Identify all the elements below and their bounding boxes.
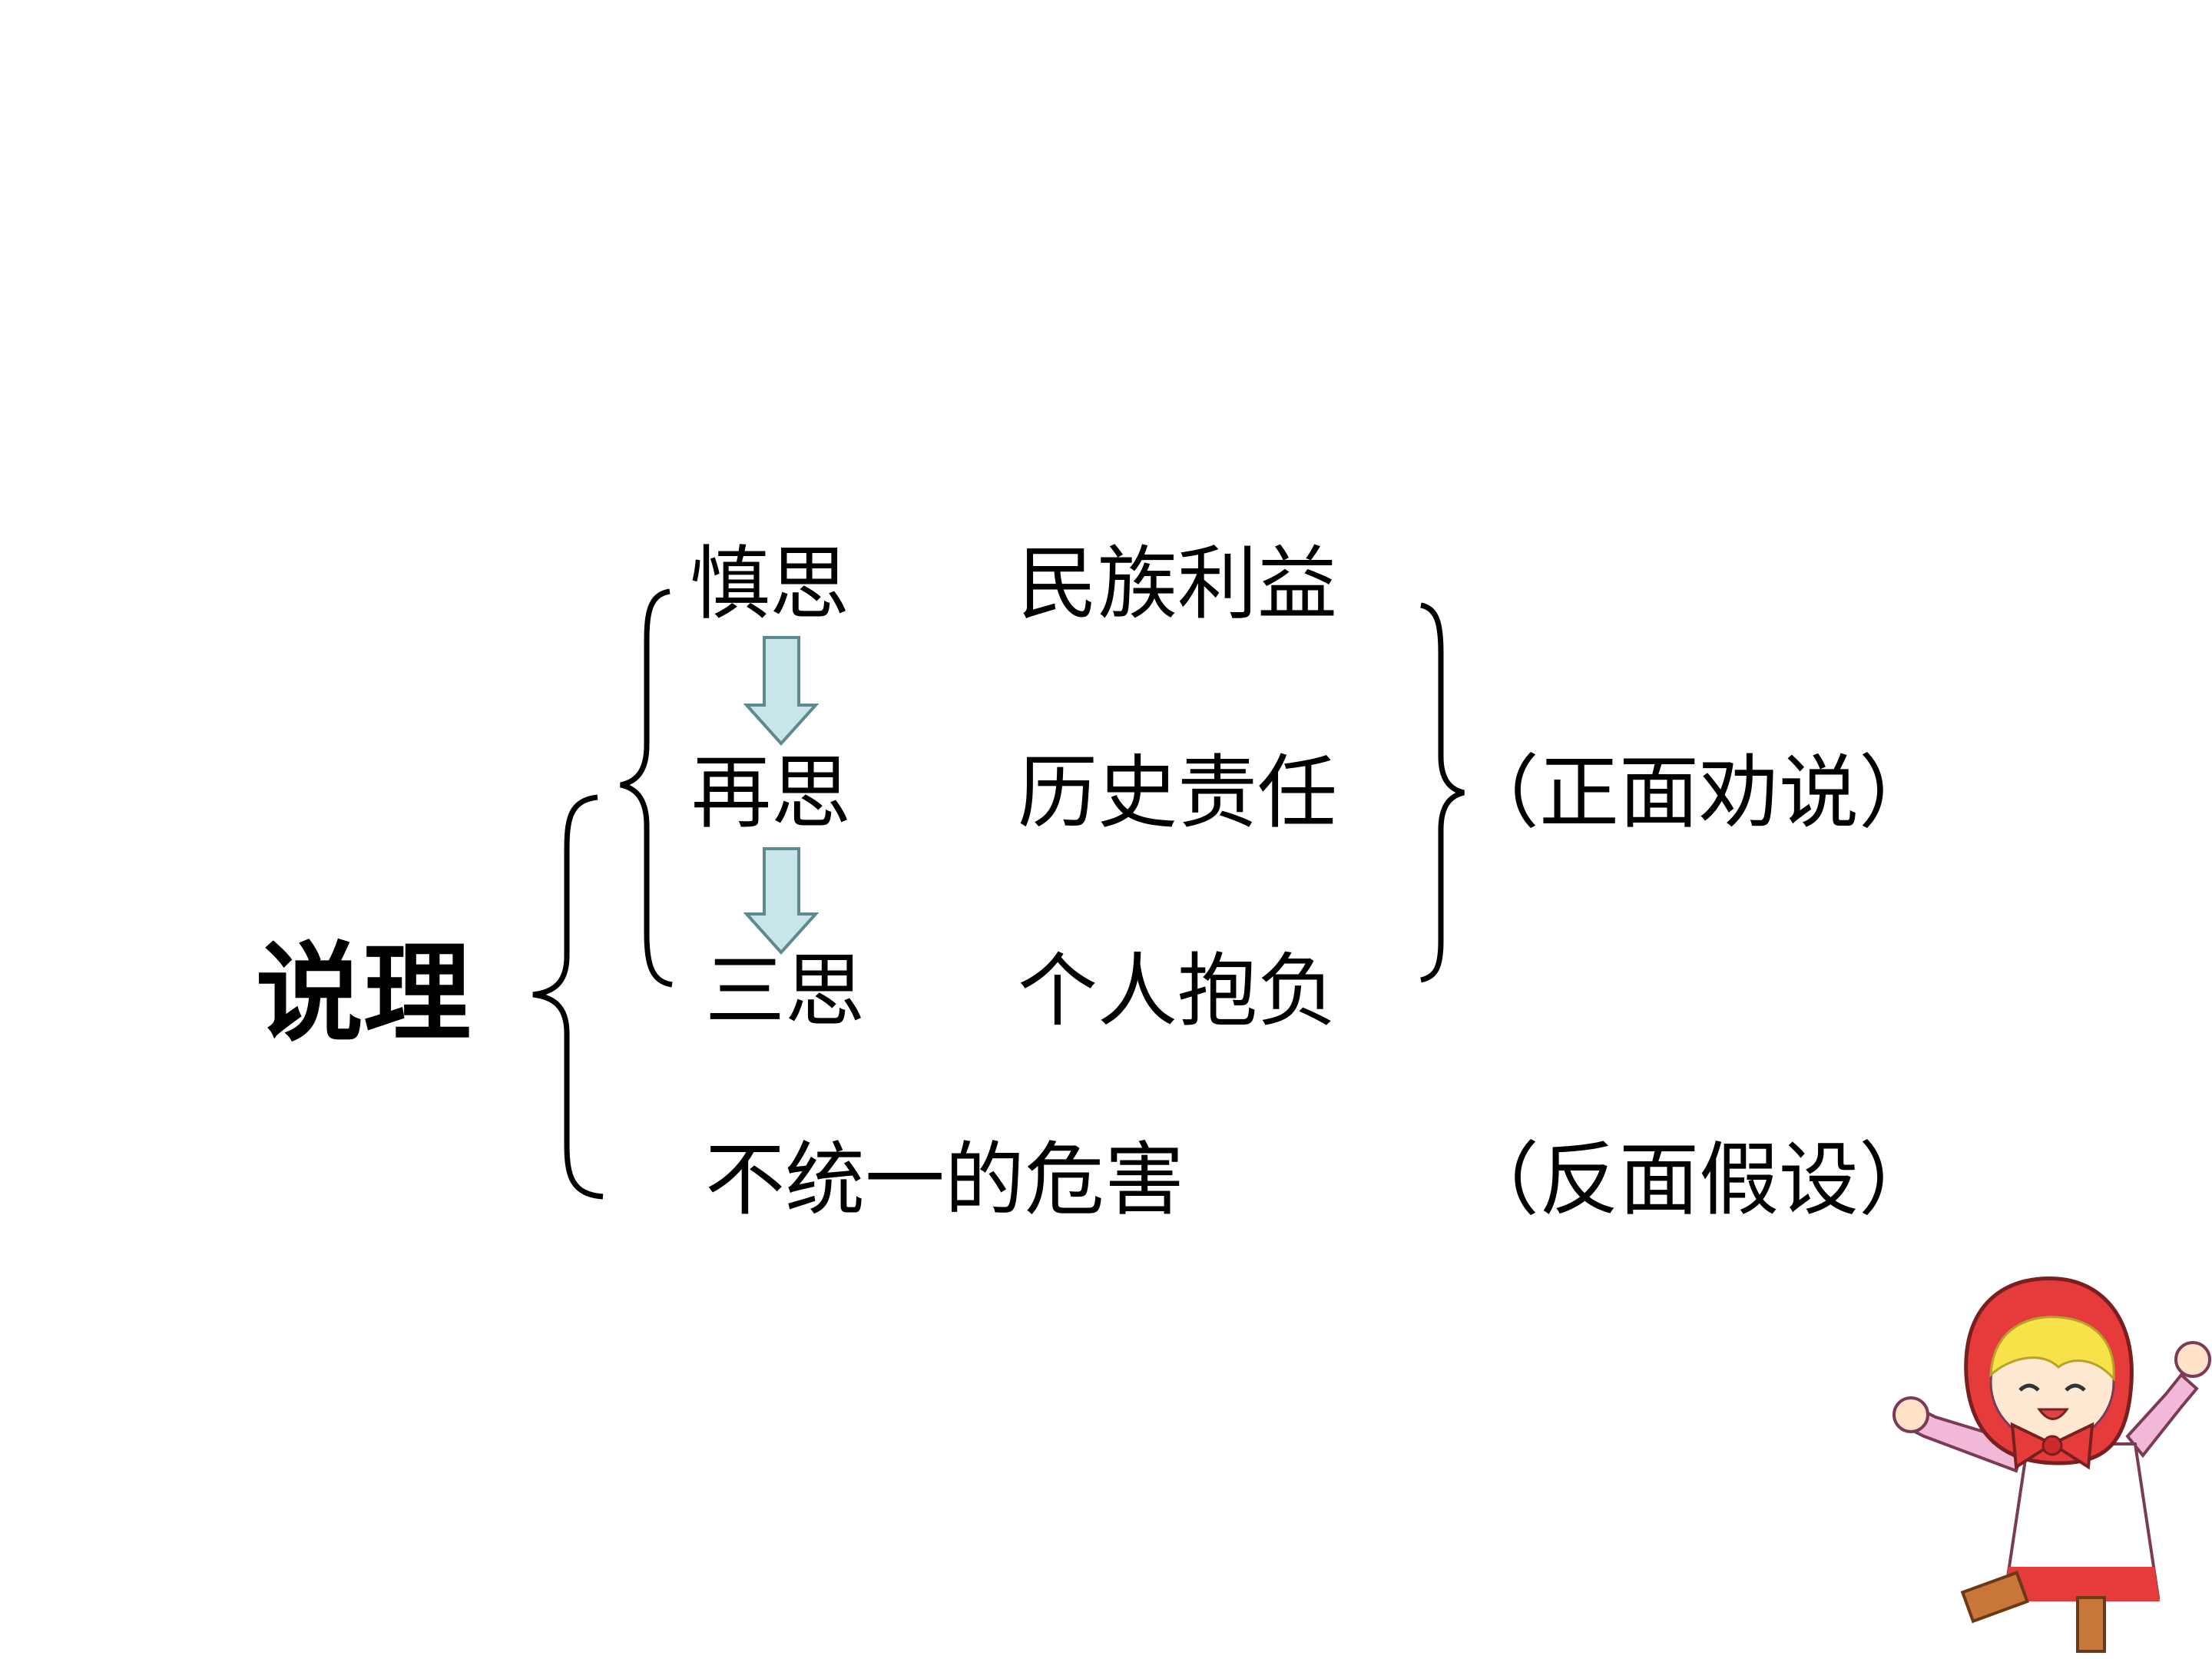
aspect-label-3: 个人抱负: [1018, 944, 1338, 1038]
topic-label: 说理: [256, 931, 472, 1057]
negative-item-label: 不统一的危害: [705, 1133, 1185, 1227]
aspect-label-1: 民族利益: [1018, 537, 1338, 631]
right-brace: [1420, 602, 1465, 983]
cartoon-girl-illustration: [1892, 1276, 2211, 1653]
stage-label-1: 慎思: [690, 537, 850, 631]
stage-label-3: 三思: [705, 944, 866, 1038]
negative-hypothesis-note: （反面假设）: [1459, 1133, 1939, 1227]
positive-persuasion-note: （正面劝说）: [1459, 746, 1939, 839]
outer-brace: [532, 794, 604, 1200]
down-arrow-1: [743, 636, 820, 746]
down-arrow-2: [743, 847, 820, 955]
inner-brace: [620, 588, 673, 988]
aspect-label-2: 历史责任: [1018, 746, 1338, 839]
stage-label-2: 再思: [691, 746, 852, 839]
